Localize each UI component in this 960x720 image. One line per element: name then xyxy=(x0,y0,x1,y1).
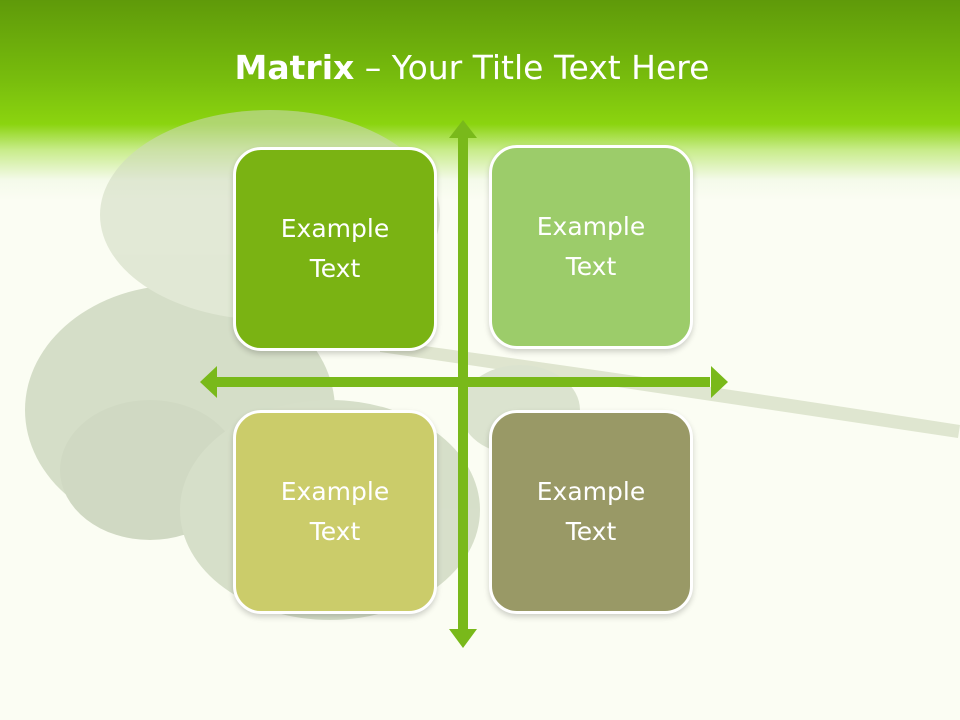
matrix-cell-top-left: Example Text xyxy=(233,147,437,351)
matrix-cell-bottom-left: Example Text xyxy=(233,410,437,614)
matrix-cell-bottom-right: Example Text xyxy=(489,410,693,614)
page-title: Matrix – Your Title Text Here xyxy=(234,48,710,87)
horizontal-axis xyxy=(214,377,710,387)
matrix-cell-top-right: Example Text xyxy=(489,145,693,349)
arrow-left-icon xyxy=(200,366,217,398)
arrow-right-icon xyxy=(711,366,728,398)
cell-text: Example Text xyxy=(536,212,646,281)
arrow-down-icon xyxy=(449,629,477,648)
cell-text: Example Text xyxy=(280,477,390,546)
arrow-up-icon xyxy=(449,120,477,138)
cell-text: Example Text xyxy=(536,477,646,546)
cell-text: Example Text xyxy=(280,214,390,283)
